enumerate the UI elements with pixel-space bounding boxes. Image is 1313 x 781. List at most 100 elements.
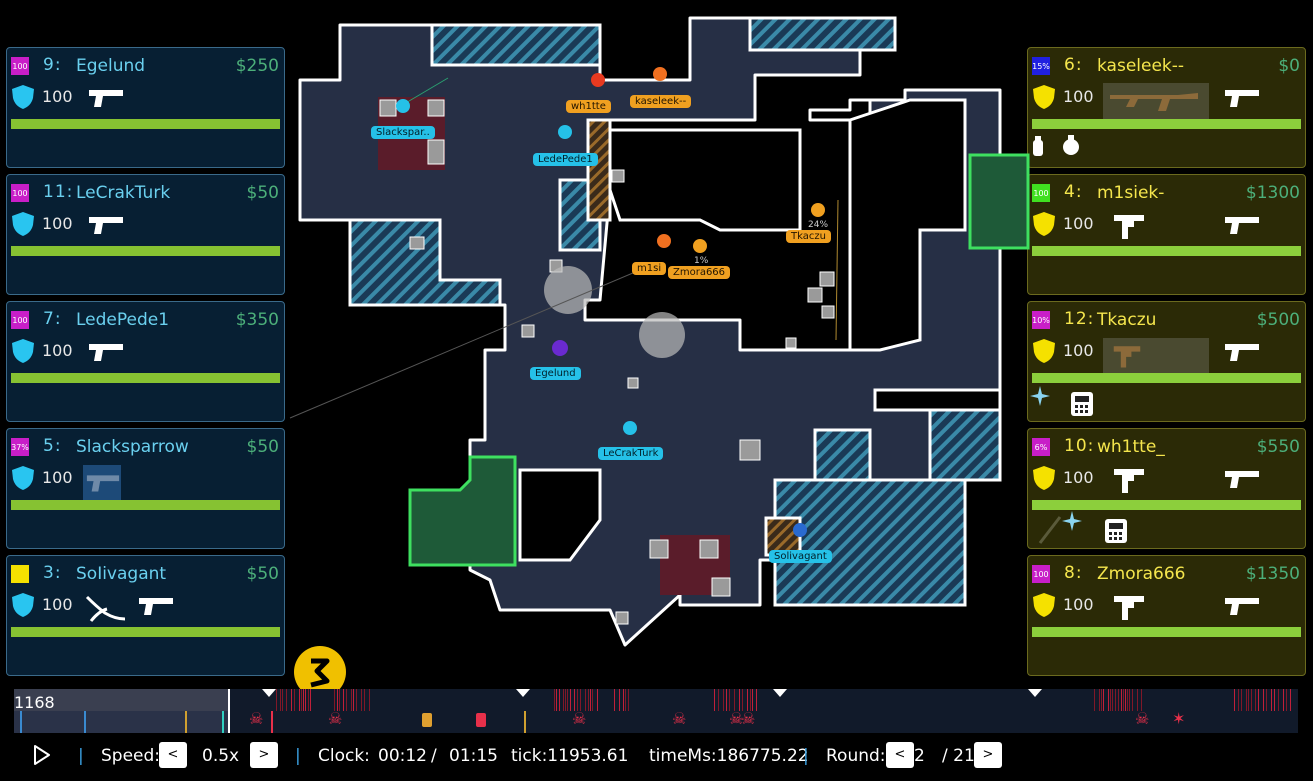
- round-next-button[interactable]: >: [974, 742, 1002, 768]
- timeline-event-tick: [1263, 689, 1264, 711]
- player-number: 9:: [43, 55, 62, 75]
- health-bar: [11, 627, 280, 637]
- hp-badge: 15%: [1032, 57, 1050, 75]
- timeline-event-tick: [286, 689, 287, 711]
- round-prev-button[interactable]: <: [886, 742, 914, 768]
- timeline-event-tick: [1125, 689, 1126, 711]
- divider: |: [295, 746, 301, 766]
- shield-icon: [1033, 85, 1055, 109]
- map-label-lecrakturk: LeCrakTurk: [598, 447, 664, 460]
- grenade-icon: [1033, 136, 1043, 156]
- hp-badge: 100: [1032, 565, 1050, 583]
- speed-decrease-button[interactable]: <: [159, 742, 187, 768]
- timeline-event-tick: [334, 689, 335, 711]
- player-card-kaseleek[interactable]: 15% 6: kaseleek-- $0 100: [1027, 47, 1306, 168]
- player-money: $350: [235, 310, 279, 330]
- player-card-m1siek[interactable]: 100 4: m1siek- $1300 100: [1027, 174, 1306, 295]
- timeline-event-tick: [337, 689, 338, 711]
- armor-value: 100: [42, 595, 73, 614]
- player-money: $50: [246, 564, 279, 584]
- timeline-event-tick: [714, 689, 715, 711]
- event-line: [84, 711, 86, 733]
- armor-value: 100: [42, 214, 73, 233]
- timeline-event-tick: [563, 689, 564, 711]
- pistol-icon: [89, 344, 123, 361]
- t-player-markers: [591, 67, 825, 253]
- shield-icon: [12, 339, 34, 363]
- rifle-icon: [1110, 93, 1198, 111]
- player-card-lecrakturk[interactable]: 100 11: LeCrakTurk $50 100: [6, 174, 285, 295]
- player-card-soiivagant[interactable]: 3: SoIivagant $50 100: [6, 555, 285, 676]
- bomb-icon: [1071, 392, 1093, 416]
- player-money: $550: [1256, 437, 1300, 457]
- timeline-marker: [773, 689, 787, 697]
- map-label-m1siek: m1si: [632, 262, 667, 275]
- tick-readout: tick:11953.61: [511, 746, 629, 766]
- hp-badge: 100: [11, 57, 29, 75]
- timeline-event-tick: [580, 689, 581, 711]
- timeline-event-tick: [1127, 689, 1128, 711]
- player-number: 7:: [43, 309, 62, 329]
- armor-value: 100: [1063, 87, 1094, 106]
- kill-skull-icon: ☠: [729, 709, 744, 728]
- timeline-event-tick: [718, 689, 719, 711]
- timeline-event-tick: [570, 689, 571, 711]
- smg-icon: [1114, 215, 1144, 239]
- active-weapon-highlight: [1103, 338, 1209, 374]
- play-icon[interactable]: [32, 744, 52, 766]
- round-timeline[interactable]: 1168 ☠ ☠ ☠ ☠ ☠ ☠ ☠ ✶: [14, 689, 1298, 733]
- timeline-event-tick: [361, 689, 362, 711]
- ct-player-markers: [396, 99, 807, 537]
- round-current: 2: [914, 746, 925, 766]
- player-number: 8:: [1064, 563, 1083, 583]
- timeline-past: [14, 689, 229, 711]
- timeline-event-tick: [369, 689, 370, 711]
- timeline-event-tick: [750, 689, 751, 711]
- timeline-event-tick: [623, 689, 624, 711]
- shield-icon: [12, 85, 34, 109]
- player-card-egelund[interactable]: 100 9: Egelund $250 100: [6, 47, 285, 168]
- divider: |: [78, 746, 84, 766]
- timeline-cursor[interactable]: [228, 689, 230, 733]
- speed-increase-button[interactable]: >: [250, 742, 278, 768]
- player-number: 12:: [1064, 309, 1095, 329]
- timeline-event-tick: [1115, 689, 1116, 711]
- player-card-zmora666[interactable]: 100 8: Zmora666 $1350 100: [1027, 555, 1306, 676]
- player-card-tkaczu[interactable]: 10% 12: Tkaczu $500 100: [1027, 301, 1306, 422]
- player-card-slacksparrow[interactable]: 37% 5: Slacksparrow $50 100: [6, 428, 285, 549]
- player-card-ledepede1[interactable]: 100 7: LedePede1 $350 100: [6, 301, 285, 422]
- timeline-event-tick: [747, 689, 748, 711]
- timeline-event-tick: [282, 689, 283, 711]
- health-bar: [11, 500, 280, 510]
- timeline-event-tick: [577, 689, 578, 711]
- speed-value: 0.5x: [202, 746, 240, 766]
- bomb-icon: [1105, 519, 1127, 543]
- timeline-event-tick: [1099, 689, 1100, 711]
- app-logo: [294, 646, 346, 698]
- timeline-event-tick: [280, 689, 281, 711]
- timeline-event-tick: [1251, 689, 1252, 711]
- map-label-zmora: Zmora666: [668, 266, 731, 279]
- timeline-event-tick: [343, 689, 344, 711]
- health-bar: [1032, 373, 1301, 383]
- shield-icon: [12, 212, 34, 236]
- timeline-event-tick: [303, 689, 304, 711]
- radar-map[interactable]: [0, 0, 1313, 690]
- armor-value: 100: [1063, 341, 1094, 360]
- player-card-wh1tte[interactable]: 6% 10: wh1tte_ $550 100: [1027, 428, 1306, 549]
- clock-separator: /: [431, 746, 437, 766]
- kill-skull-icon: ☠: [741, 709, 756, 728]
- flashbang-icon: [1063, 135, 1079, 155]
- shield-icon: [1033, 212, 1055, 236]
- player-number: 4:: [1064, 182, 1083, 202]
- timeline-event-tick: [756, 689, 757, 711]
- kill-skull-icon: ☠: [1135, 709, 1150, 728]
- event-line: [222, 711, 224, 733]
- shield-icon: [1033, 593, 1055, 617]
- timeline-event-tick: [1132, 689, 1133, 711]
- timeline-event-tick: [614, 689, 615, 711]
- spark-icon: [1062, 511, 1082, 531]
- time-ms-readout: timeMs:186775.22: [649, 746, 809, 766]
- pistol-icon: [139, 598, 173, 615]
- player-name: LedePede1: [76, 310, 170, 330]
